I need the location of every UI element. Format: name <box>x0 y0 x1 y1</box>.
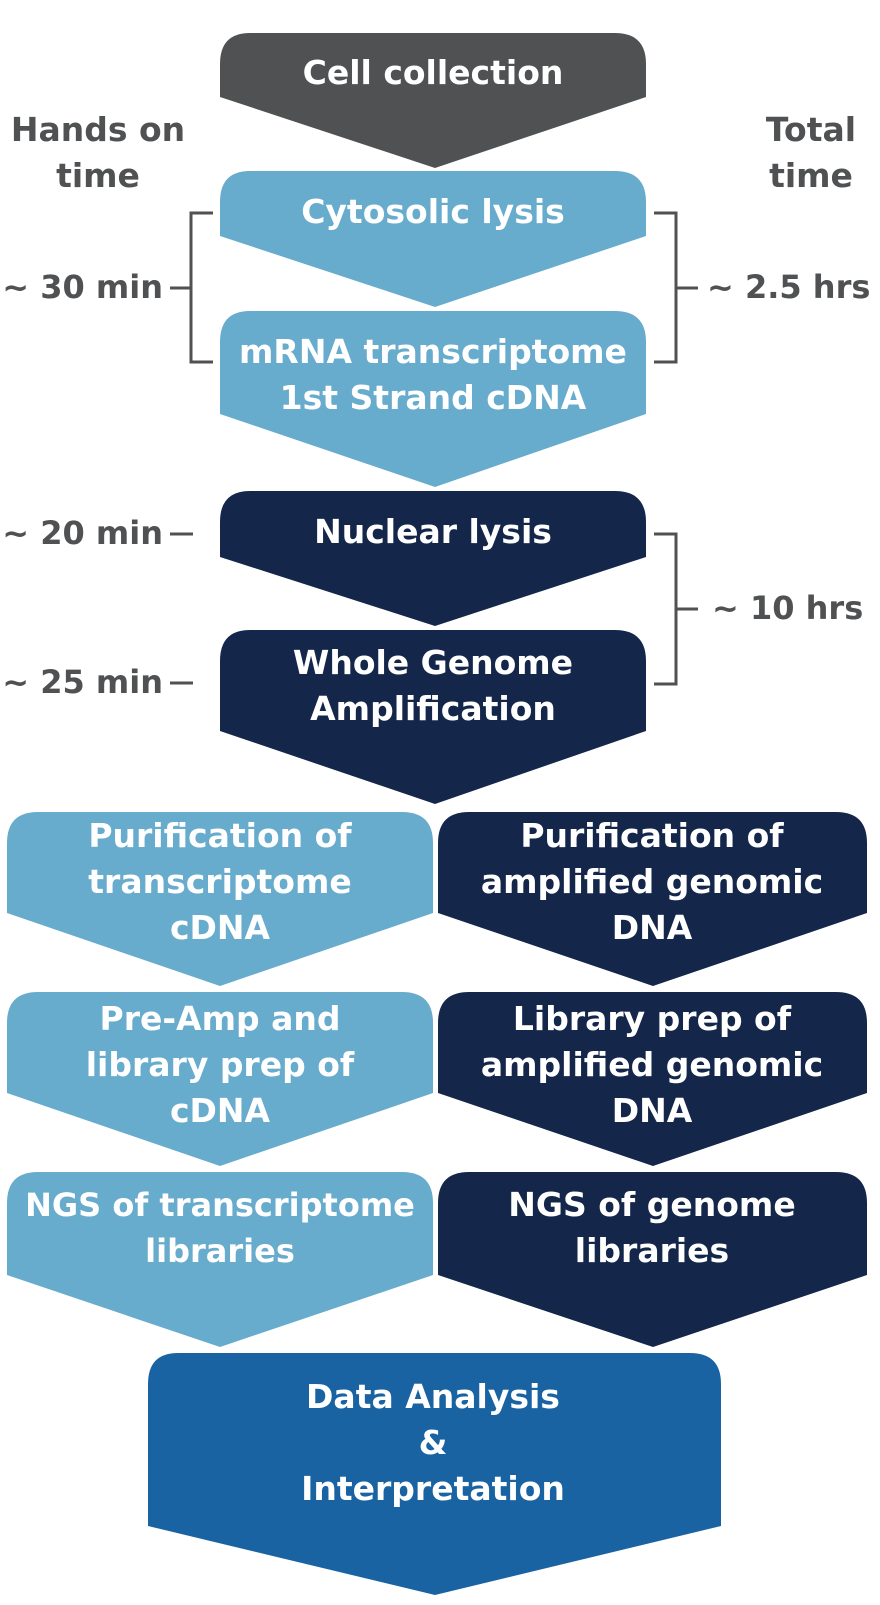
text-line: NGS of transcriptome <box>25 1186 415 1224</box>
purification-cdna-label: Purification of transcriptome cDNA <box>88 816 352 947</box>
text-line: libraries <box>145 1232 295 1270</box>
ngs-transcriptome-label: NGS of transcriptome libraries <box>25 1186 415 1270</box>
text-line: libraries <box>575 1231 729 1270</box>
library-prep-gdna-chevron <box>438 992 867 1166</box>
ngs-transcriptome-chevron <box>7 1172 433 1347</box>
nuclear-lysis-chevron <box>220 491 646 626</box>
text-line: mRNA transcriptome <box>239 332 627 371</box>
purification-cdna-chevron <box>7 812 433 986</box>
preamp-library-cdna-label: Pre-Amp and library prep of cDNA <box>86 999 355 1130</box>
text-line: 1st Strand cDNA <box>280 378 587 417</box>
cytosolic-lysis-chevron <box>220 171 646 307</box>
text-line: Whole Genome <box>293 643 573 682</box>
cell-collection-label: Cell collection <box>303 53 564 92</box>
hands-on-20min-label: ~ 20 min <box>2 514 163 552</box>
text-line: cDNA <box>170 908 271 947</box>
text-line: Amplification <box>310 689 556 728</box>
cytosolic-lysis-label: Cytosolic lysis <box>301 192 565 231</box>
ngs-genome-chevron <box>438 1172 867 1347</box>
right-bracket-2-5hrs <box>654 211 698 364</box>
purification-gdna-chevron <box>438 812 867 986</box>
data-analysis-label: Data Analysis & Interpretation <box>301 1377 565 1508</box>
hands-on-time-header: Hands on time <box>11 110 185 195</box>
text-line: Library prep of <box>513 999 792 1038</box>
hands-on-25min-label: ~ 25 min <box>2 663 163 701</box>
text-line: Purification of <box>520 816 784 855</box>
left-bracket-30min <box>170 211 213 364</box>
cell-collection-chevron <box>220 33 646 168</box>
text-line: DNA <box>612 908 693 947</box>
right-bracket-10hrs <box>654 532 698 686</box>
text-line: Cell collection <box>303 53 564 92</box>
text-line: time <box>769 156 853 195</box>
ngs-genome-label: NGS of genome libraries <box>508 1185 795 1270</box>
preamp-library-cdna-chevron <box>7 992 433 1166</box>
total-2-5hrs-label: ~ 2.5 hrs <box>707 268 870 306</box>
text-line: Total <box>766 110 856 149</box>
total-time-header: Total time <box>766 110 856 195</box>
text-line: Pre-Amp and <box>100 999 341 1038</box>
text-line: & <box>419 1423 448 1462</box>
data-analysis-chevron <box>148 1353 721 1595</box>
text-line: Hands on <box>11 110 185 149</box>
text-line: amplified genomic <box>481 1045 823 1084</box>
nuclear-lysis-label: Nuclear lysis <box>314 512 552 551</box>
text-line: time <box>56 156 140 195</box>
hands-on-30min-label: ~ 30 min <box>2 268 163 306</box>
text-line: transcriptome <box>88 862 351 901</box>
text-line: library prep of <box>86 1045 355 1084</box>
text-line: Interpretation <box>301 1469 565 1508</box>
whole-genome-amplification-chevron <box>220 630 646 804</box>
mrna-first-strand-label: mRNA transcriptome 1st Strand cDNA <box>239 332 627 417</box>
text-line: Data Analysis <box>306 1377 560 1416</box>
text-line: cDNA <box>170 1091 271 1130</box>
total-10hrs-label: ~ 10 hrs <box>712 589 863 627</box>
text-line: Cytosolic lysis <box>301 192 565 231</box>
text-line: DNA <box>612 1091 693 1130</box>
text-line: NGS of genome <box>508 1185 795 1224</box>
text-line: Purification of <box>88 816 352 855</box>
text-line: amplified genomic <box>481 862 823 901</box>
text-line: Nuclear lysis <box>314 512 552 551</box>
mrna-first-strand-chevron <box>220 311 646 487</box>
